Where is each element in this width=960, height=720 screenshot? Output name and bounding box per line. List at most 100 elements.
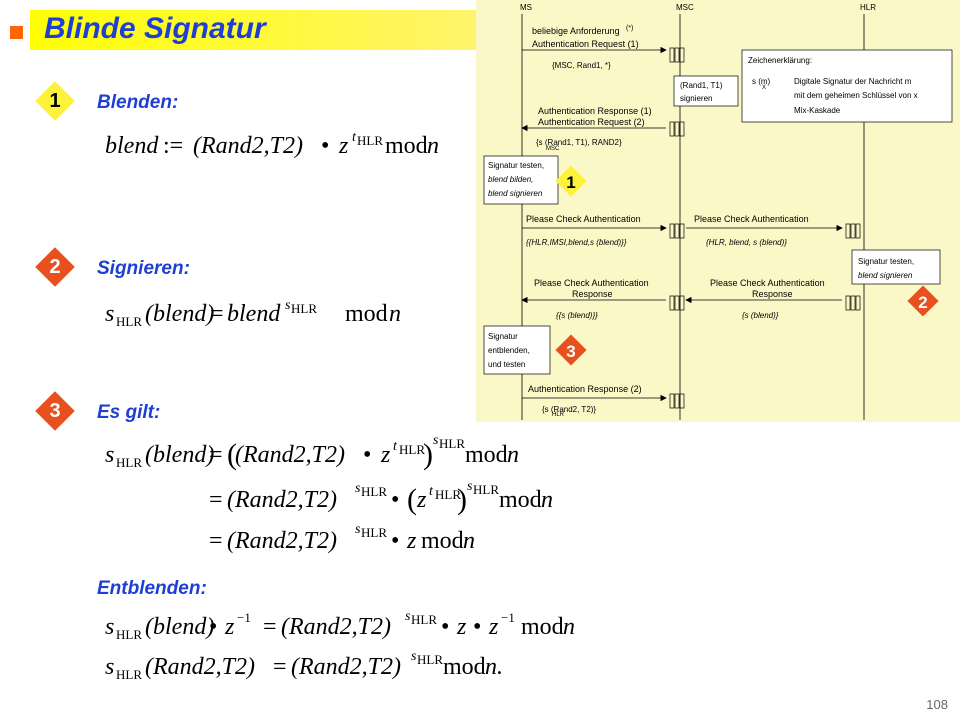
svg-text:und testen: und testen — [488, 360, 525, 369]
formula-sign: s HLR (blend) = blend s HLR mod n — [105, 296, 425, 337]
svg-text:n.: n. — [485, 654, 503, 680]
svg-text:beliebige Anforderung: beliebige Anforderung — [532, 26, 620, 36]
svg-text:(Rand2,T2): (Rand2,T2) — [193, 133, 303, 159]
svg-text:HLR: HLR — [116, 314, 142, 329]
svg-text:(Rand1, T1): (Rand1, T1) — [680, 81, 723, 90]
svg-text:): ) — [423, 438, 433, 471]
svg-text:s: s — [105, 442, 114, 468]
svg-text:n: n — [541, 487, 553, 513]
svg-text:signieren: signieren — [680, 94, 712, 103]
svg-text:•: • — [441, 614, 449, 640]
svg-text:{s (Rand1, T1), RAND2}: {s (Rand1, T1), RAND2} — [536, 138, 622, 147]
svg-text:1: 1 — [566, 173, 575, 192]
step-1-label: Blenden: — [97, 92, 179, 113]
svg-text:z: z — [380, 442, 391, 468]
svg-text:HLR: HLR — [473, 482, 499, 497]
svg-text:s: s — [411, 649, 417, 664]
svg-text:•: • — [391, 487, 399, 513]
step-1-badge: 1 — [35, 81, 75, 121]
svg-text:=: = — [273, 654, 287, 680]
svg-text:z: z — [338, 133, 349, 159]
svg-text:t: t — [393, 439, 398, 454]
svg-text:{s (blend)}: {s (blend)} — [742, 311, 779, 320]
sequence-diagram: MS MSC HLR beliebige Anforderung (*) Aut… — [476, 0, 960, 422]
svg-text:=: = — [209, 487, 223, 513]
svg-text:HLR: HLR — [116, 627, 142, 642]
svg-text:−1: −1 — [501, 610, 515, 625]
svg-text:HLR: HLR — [291, 301, 317, 316]
svg-text:t: t — [429, 484, 434, 499]
svg-text:Authentication Request (2): Authentication Request (2) — [538, 117, 645, 127]
svg-text:blend bilden,: blend bilden, — [488, 175, 533, 184]
svg-text:z: z — [416, 487, 427, 513]
svg-text:z: z — [456, 614, 467, 640]
svg-text:•: • — [363, 442, 371, 468]
svg-text:(Rand2,T2): (Rand2,T2) — [281, 614, 391, 640]
svg-text:•: • — [473, 614, 481, 640]
svg-text::=: := — [163, 133, 183, 159]
svg-text:HLR: HLR — [552, 412, 565, 418]
svg-text:{{HLR,IMSI,blend,s (blend)}}: {{HLR,IMSI,blend,s (blend)}} — [526, 238, 627, 247]
svg-text:{MSC, Rand1, *}: {MSC, Rand1, *} — [552, 61, 611, 70]
svg-text:mod: mod — [499, 487, 542, 513]
step-2-badge: 2 — [35, 247, 75, 287]
svg-text:HLR: HLR — [116, 455, 142, 470]
svg-text:s: s — [105, 654, 114, 680]
svg-text:Please Check Authentication: Please Check Authentication — [694, 214, 809, 224]
svg-text:t: t — [352, 130, 357, 145]
svg-text:s: s — [285, 298, 291, 313]
title-bullet-icon — [10, 26, 23, 39]
seq-badge-1: 1 — [555, 165, 587, 197]
svg-text:mod: mod — [421, 528, 464, 554]
svg-text:blend signieren: blend signieren — [488, 189, 543, 198]
svg-text:HLR: HLR — [116, 667, 142, 682]
svg-text:(blend): (blend) — [145, 301, 214, 327]
step-3-label: Es gilt: — [97, 402, 161, 423]
svg-text:(Rand2,T2): (Rand2,T2) — [145, 654, 255, 680]
svg-text:mod: mod — [345, 301, 388, 327]
svg-text:z: z — [224, 614, 235, 640]
page-number: 108 — [926, 697, 948, 712]
svg-text:MSC: MSC — [546, 146, 560, 152]
svg-text:Signatur testen,: Signatur testen, — [858, 257, 914, 266]
svg-text:s (m): s (m) — [752, 77, 771, 86]
svg-text:Response: Response — [572, 289, 613, 299]
svg-text:HLR: HLR — [361, 525, 387, 540]
svg-text:(: ( — [407, 483, 417, 516]
svg-text:mod: mod — [521, 614, 564, 640]
svg-text:mod: mod — [465, 442, 508, 468]
step-2-label: Signieren: — [97, 258, 190, 279]
svg-text:X: X — [762, 85, 766, 91]
svg-text:(Rand2,T2): (Rand2,T2) — [227, 487, 337, 513]
svg-text:HLR: HLR — [357, 133, 383, 148]
svg-text:(blend): (blend) — [145, 614, 214, 640]
step-3-badge: 3 — [35, 391, 75, 431]
svg-text:=: = — [209, 442, 223, 468]
svg-text:(Rand2,T2): (Rand2,T2) — [227, 528, 337, 554]
svg-text:blend: blend — [227, 301, 281, 327]
svg-text:Authentication Response (1): Authentication Response (1) — [538, 106, 652, 116]
svg-text:HLR: HLR — [399, 442, 425, 457]
svg-text:s: s — [105, 614, 114, 640]
svg-text:Please Check Authentication: Please Check Authentication — [526, 214, 641, 224]
svg-text:Zeichenerklärung:: Zeichenerklärung: — [748, 56, 812, 65]
svg-text:entblenden,: entblenden, — [488, 346, 530, 355]
svg-text:=: = — [263, 614, 277, 640]
svg-text:(: ( — [227, 438, 237, 471]
svg-text:z: z — [406, 528, 417, 554]
svg-text:(blend): (blend) — [145, 442, 214, 468]
svg-text:z: z — [488, 614, 499, 640]
seq-badge-2: 2 — [907, 285, 939, 317]
actor-hlr: HLR — [860, 3, 876, 12]
svg-text:n: n — [389, 301, 401, 327]
svg-text:Please Check Authentication: Please Check Authentication — [710, 278, 825, 288]
svg-text:=: = — [209, 528, 223, 554]
svg-text:s: s — [467, 479, 473, 494]
svg-text:2: 2 — [918, 293, 927, 312]
svg-text:•: • — [391, 528, 399, 554]
svg-text:): ) — [457, 483, 467, 516]
page-title: Blinde Signatur — [44, 12, 266, 45]
svg-text:blend signieren: blend signieren — [858, 271, 913, 280]
svg-text:{HLR, blend, s (blend)}: {HLR, blend, s (blend)} — [706, 238, 787, 247]
formula-gilt: s HLR (blend) = ( (Rand2,T2) • z t HLR )… — [105, 432, 585, 567]
